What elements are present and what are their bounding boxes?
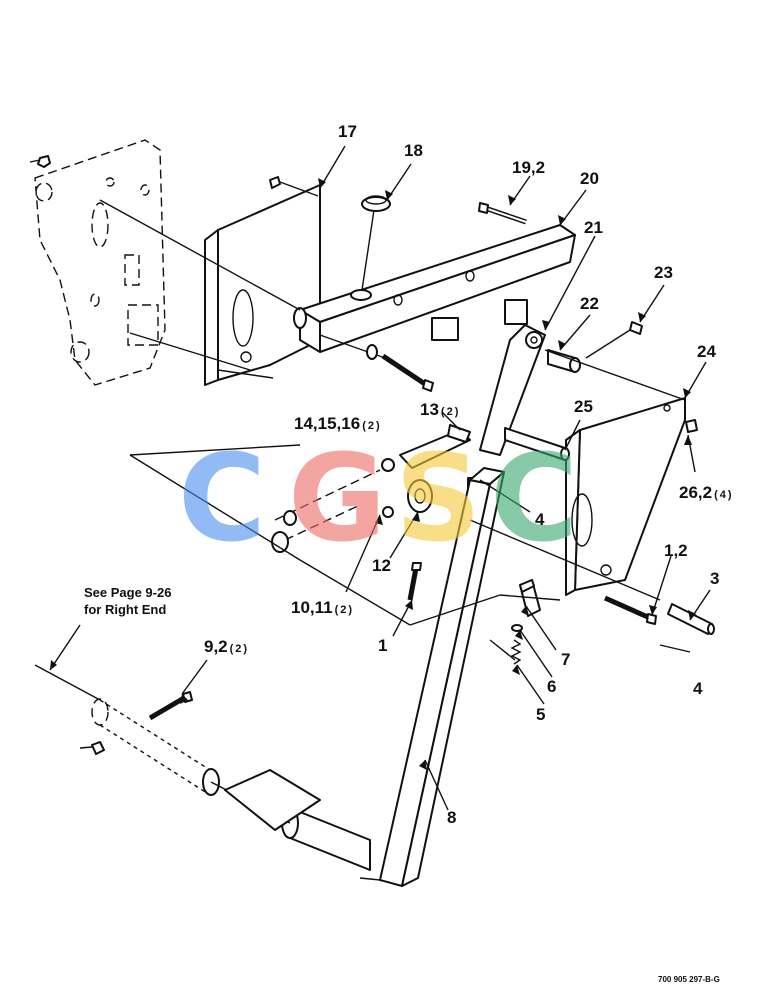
bolt-1 (407, 562, 422, 601)
watermark-letter-c1: C (178, 430, 267, 569)
qty-14: (2) (362, 420, 382, 432)
cross-reference-note: See Page 9-26 for Right End (84, 584, 171, 618)
callout-19-2: 19,2 (512, 158, 546, 177)
callout-9-2: 9,2(2) (204, 637, 250, 656)
callout-22: 22 (580, 294, 599, 313)
callout-4-upper: 4 (535, 510, 545, 529)
assembly-lines (34, 199, 691, 701)
bolt-1-2 (603, 595, 657, 625)
bolt-26 (685, 419, 698, 433)
callout-10-11: 10,11(2) (291, 598, 355, 617)
nut-10 (382, 506, 394, 518)
bolt-19 (478, 202, 527, 225)
bolt-9 (148, 691, 193, 721)
cotter-pin-23 (629, 321, 643, 335)
callout-18: 18 (404, 141, 423, 160)
callout-7: 7 (561, 650, 571, 669)
callout-12: 12 (372, 556, 391, 575)
pin-25 (504, 427, 570, 461)
callout-6: 6 (547, 677, 557, 696)
qty-13: (2) (440, 406, 461, 418)
watermark-letter-c2: C (490, 430, 579, 569)
note-line-2: for Right End (84, 602, 167, 617)
callout-1: 1 (378, 636, 388, 655)
watermark-letter-s: S (395, 430, 482, 569)
left-side-plate (34, 139, 166, 386)
qty-9: (2) (229, 643, 250, 655)
hex-nut-icon (29, 155, 51, 168)
callout-14-15-16: 14,15,16(2) (294, 414, 382, 433)
callout-3: 3 (710, 569, 720, 588)
bolt-14 (366, 344, 434, 392)
callout-5: 5 (536, 705, 546, 724)
right-support-plate-24 (565, 397, 686, 596)
callout-13: 13(2) (420, 400, 461, 419)
callout-23: 23 (654, 263, 673, 282)
pivot-arm-21 (479, 324, 546, 456)
figure-code: 700 905 297-B-G (658, 975, 720, 984)
qty-26: (4) (714, 489, 734, 501)
grommet-18 (350, 195, 391, 301)
callout-24: 24 (697, 342, 716, 361)
note-line-1: See Page 9-26 (84, 585, 172, 600)
spring-5-and-retainer-6 (510, 624, 523, 665)
callout-20: 20 (580, 169, 599, 188)
watermark-letter-g: G (288, 430, 387, 569)
left-support-plate-17 (204, 176, 321, 386)
callout-8: 8 (447, 808, 457, 827)
arrowheads (50, 178, 696, 770)
callout-4-lower: 4 (693, 679, 703, 698)
qty-10: (2) (334, 604, 355, 616)
main-arm-8 (359, 467, 505, 887)
callout-17: 17 (338, 122, 357, 141)
lower-tube-assembly (79, 698, 371, 871)
callout-25: 25 (574, 397, 593, 416)
callout-1-2: 1,2 (664, 541, 688, 560)
callout-21: 21 (584, 218, 603, 237)
callout-26-2: 26,2(4) (679, 483, 734, 502)
